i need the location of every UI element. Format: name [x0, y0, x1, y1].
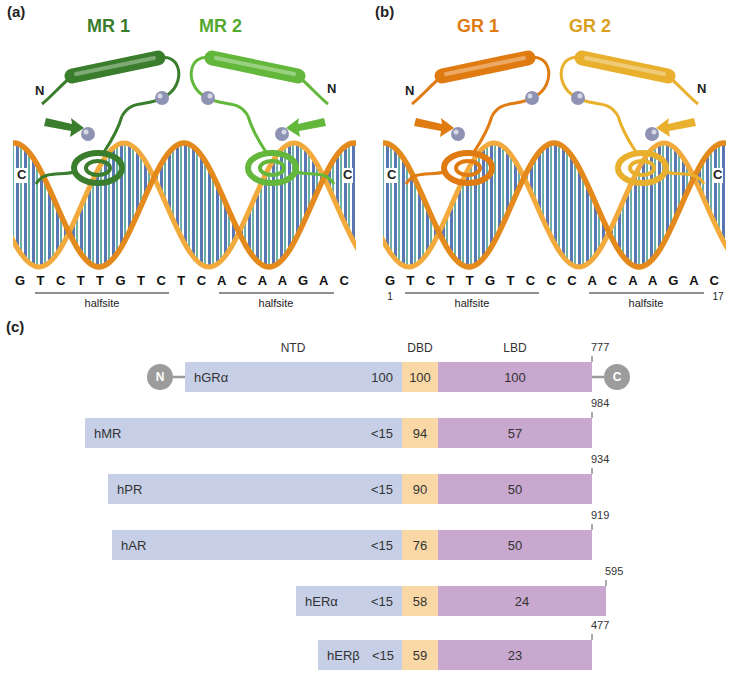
length-label: 595: [605, 565, 623, 578]
identity-value: 100: [409, 370, 431, 385]
terminus-label: N: [696, 82, 707, 97]
lbd-bar: 50: [438, 530, 592, 560]
halfsite-underline: [219, 292, 334, 293]
lbd-bar: 100: [438, 362, 592, 392]
panel-letter: (c): [6, 318, 24, 335]
ntd-bar: hERα <15: [296, 586, 402, 616]
terminus-circle: N: [147, 364, 173, 390]
terminus-label: N: [34, 84, 45, 99]
halfsite-label: halfsite: [628, 297, 665, 310]
identity-value: <15: [371, 482, 393, 497]
length-label: 934: [591, 453, 609, 466]
receptor-name: hPR: [117, 482, 142, 497]
identity-value: 59: [413, 648, 427, 663]
dbd-bar: 100: [402, 362, 438, 392]
domain-header: NTD: [281, 342, 306, 356]
length-label: 919: [591, 509, 609, 522]
identity-value: <15: [371, 594, 393, 609]
domain-header: LBD: [503, 342, 526, 356]
identity-value: 100: [371, 370, 393, 385]
halfsite-label: halfsite: [84, 297, 121, 310]
identity-value: C: [613, 370, 622, 384]
receptor-name: hMR: [94, 426, 121, 441]
base-number: 17: [711, 291, 724, 303]
receptor-name: hAR: [121, 538, 146, 553]
dna-sequence: G T C T T G T C C C A C A A G A C: [385, 274, 719, 289]
base-number: 1: [386, 291, 394, 303]
identity-value: 100: [504, 370, 526, 385]
dbd-bar: 90: [402, 474, 438, 504]
identity-value: 50: [508, 482, 522, 497]
chain-label: MR 2: [198, 16, 243, 37]
identity-value: 90: [413, 482, 427, 497]
terminus-label: C: [712, 168, 723, 183]
terminus-circle: C: [604, 364, 630, 390]
domain-connector: [592, 376, 604, 379]
identity-value: N: [156, 370, 165, 384]
ntd-bar: hGRα 100: [185, 362, 402, 392]
chain-label: GR 2: [568, 16, 612, 37]
terminus-label: C: [342, 168, 353, 183]
halfsite-underline: [405, 292, 539, 293]
chain-label: GR 1: [456, 16, 500, 37]
panel-letter: (a): [6, 3, 26, 20]
protein-chain: [36, 57, 179, 184]
protein-chain: [191, 57, 334, 184]
halfsite-label: halfsite: [454, 297, 491, 310]
dna-sequence: G T C T T G T C T C A C A A G A C: [15, 274, 349, 289]
identity-value: 23: [508, 648, 522, 663]
protein-chain: [561, 57, 704, 184]
terminus-label: C: [16, 168, 27, 183]
halfsite-label: halfsite: [258, 297, 295, 310]
domain-connector: [173, 376, 185, 379]
terminus-label: C: [386, 168, 397, 183]
identity-value: 57: [508, 426, 522, 441]
lbd-bar: 50: [438, 474, 592, 504]
protein-chain: [406, 57, 549, 184]
lbd-bar: 24: [438, 586, 606, 616]
dbd-bar: 76: [402, 530, 438, 560]
identity-value: 50: [508, 538, 522, 553]
ntd-bar: hMR <15: [85, 418, 402, 448]
identity-value: <15: [371, 538, 393, 553]
identity-value: 76: [413, 538, 427, 553]
chain-label: MR 1: [86, 16, 131, 37]
panel-letter: (b): [374, 3, 395, 20]
halfsite-underline: [35, 292, 169, 293]
length-label: 477: [591, 619, 609, 632]
identity-value: <15: [372, 648, 394, 663]
identity-value: 24: [515, 594, 529, 609]
terminus-label: N: [404, 84, 415, 99]
ntd-bar: hPR <15: [108, 474, 402, 504]
identity-value: 94: [413, 426, 427, 441]
dna-helix: [299, 143, 738, 267]
dbd-bar: 94: [402, 418, 438, 448]
terminus-label: N: [326, 82, 337, 97]
ntd-bar: hAR <15: [112, 530, 402, 560]
length-label: 984: [591, 397, 609, 410]
dbd-bar: 58: [402, 586, 438, 616]
lbd-bar: 23: [438, 640, 592, 670]
receptor-name: hERβ: [327, 648, 360, 663]
lbd-bar: 57: [438, 418, 592, 448]
halfsite-underline: [589, 292, 704, 293]
dbd-bar: 59: [402, 640, 438, 670]
length-label: 777: [591, 341, 609, 354]
identity-value: <15: [371, 426, 393, 441]
ntd-bar: hERβ <15: [318, 640, 403, 670]
identity-value: 58: [413, 594, 427, 609]
receptor-name: hGRα: [194, 370, 228, 385]
panel-b-structure: [299, 57, 738, 293]
receptor-name: hERα: [305, 594, 338, 609]
domain-header: DBD: [407, 342, 432, 356]
